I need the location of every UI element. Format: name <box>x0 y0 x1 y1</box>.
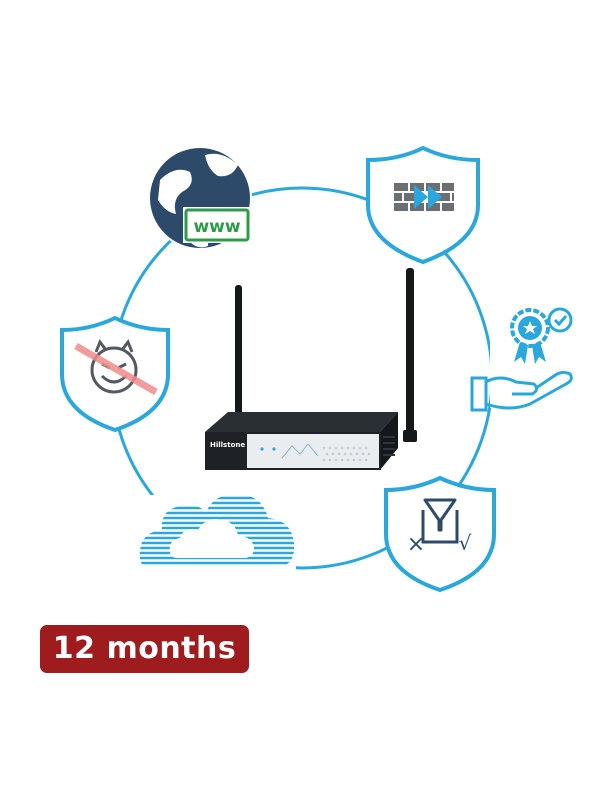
firewall-shield-icon <box>366 145 480 265</box>
firewall-device: Hillstone <box>205 268 417 470</box>
cloud-icon <box>136 495 296 573</box>
brand-logo: Hillstone <box>210 441 245 449</box>
subscription-duration-badge: 12 months <box>40 625 249 673</box>
support-award-hand-icon <box>470 304 576 412</box>
url-filter-shield-icon: × √ <box>384 475 496 593</box>
left-antenna <box>235 285 242 425</box>
www-label: www <box>193 217 240 237</box>
web-filtering-globe-icon: www <box>148 146 252 250</box>
cross-mark: × <box>407 532 425 557</box>
antimalware-shield-icon <box>60 315 170 433</box>
check-mark: √ <box>459 531 472 555</box>
right-antenna <box>406 268 414 436</box>
